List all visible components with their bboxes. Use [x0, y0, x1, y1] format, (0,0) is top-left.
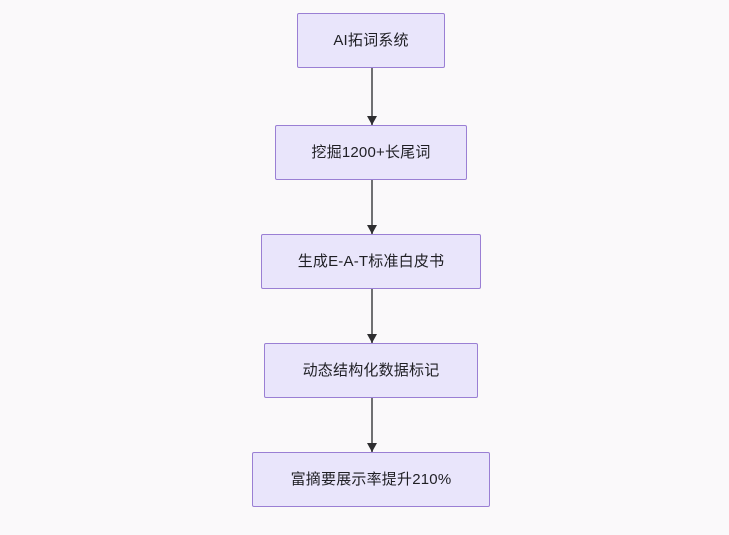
- flow-node-generate-eat-whitepaper[interactable]: 生成E-A-T标准白皮书: [261, 234, 481, 289]
- flow-node-dynamic-structured-data[interactable]: 动态结构化数据标记: [264, 343, 478, 398]
- flow-node-rich-snippet-increase[interactable]: 富摘要展示率提升210%: [252, 452, 490, 507]
- arrowhead-icon: [366, 116, 377, 125]
- arrowhead-icon: [366, 225, 377, 234]
- flow-node-label: 动态结构化数据标记: [302, 362, 440, 379]
- edge-line: [371, 398, 373, 452]
- edge-line: [371, 289, 373, 343]
- flow-node-label: 生成E-A-T标准白皮书: [297, 253, 445, 270]
- flow-node-label: 挖掘1200+长尾词: [311, 144, 431, 161]
- arrowhead-icon: [366, 443, 377, 452]
- flow-node-ai-keyword-system[interactable]: AI拓词系统: [297, 13, 445, 68]
- flow-node-label: AI拓词系统: [333, 32, 409, 49]
- edge-line: [371, 180, 373, 234]
- flow-node-mine-longtail-keywords[interactable]: 挖掘1200+长尾词: [275, 125, 467, 180]
- flow-node-label: 富摘要展示率提升210%: [290, 471, 452, 488]
- arrowhead-icon: [366, 334, 377, 343]
- edge-line: [371, 68, 373, 125]
